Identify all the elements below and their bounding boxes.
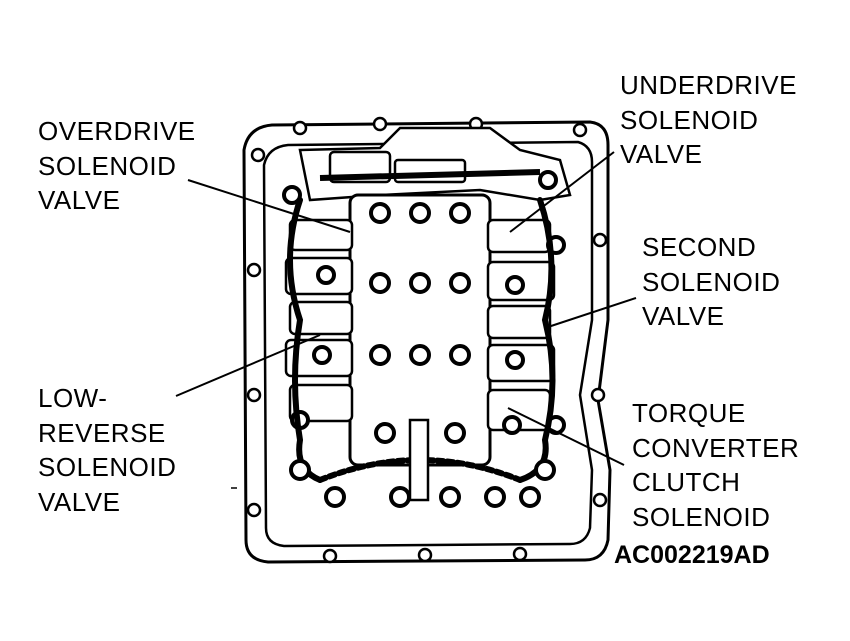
flange-bolt-hole [592, 232, 608, 248]
label-low-reverse-solenoid-valve: LOW- REVERSE SOLENOID VALVE [38, 381, 176, 519]
label-line: VALVE [38, 486, 121, 517]
label-line: VALVE [38, 185, 121, 215]
label-line: VALVE [620, 139, 703, 169]
lower-bolt [389, 486, 411, 508]
label-line: VALVE [642, 301, 725, 331]
label-line: SOLENOID [620, 104, 759, 135]
lower-bolt [324, 486, 346, 508]
flange-bolt-hole [322, 548, 338, 564]
label-line: SOLENOID [38, 150, 177, 181]
leader-low-reverse [175, 334, 321, 397]
right-bolt [538, 170, 558, 190]
flange-bolt-hole [292, 120, 308, 136]
block-bolt [449, 344, 471, 366]
block-bolt [444, 422, 466, 444]
block-bolt [409, 272, 431, 294]
upper-bracket [393, 158, 467, 184]
upper-tube [319, 169, 541, 181]
label-line: SOLENOID [632, 501, 771, 532]
block-bolt [369, 272, 391, 294]
right-bolt [505, 275, 525, 295]
harness-connector [408, 418, 430, 502]
leader-underdrive [509, 151, 615, 233]
left-bolt [312, 345, 332, 365]
label-overdrive-solenoid-valve: OVERDRIVE SOLENOID VALVE [38, 114, 196, 218]
label-line: TORQUE [632, 398, 746, 428]
label-underdrive-solenoid-valve: UNDERDRIVE SOLENOID VALVE [620, 68, 797, 172]
lower-bolt [289, 459, 311, 481]
lower-bolt [484, 486, 506, 508]
label-line: SOLENOID [38, 452, 177, 482]
label-line: SECOND [642, 232, 757, 262]
flange-bolt-hole [512, 546, 528, 562]
label-second-solenoid-valve: SECOND SOLENOID VALVE [642, 230, 780, 334]
flange-bolt-hole [590, 387, 606, 403]
block-bolt [449, 272, 471, 294]
lower-bolt [534, 459, 556, 481]
right-bolt [502, 415, 522, 435]
block-bolt [369, 344, 391, 366]
left-bolt [316, 265, 336, 285]
gasket-outer-edge [242, 120, 612, 564]
flange-bolt-hole [372, 116, 388, 132]
lower-bolt [519, 486, 541, 508]
leader-torque-converter [507, 407, 625, 466]
block-bolt [449, 202, 471, 224]
lower-bolt [439, 486, 461, 508]
label-line: CLUTCH [632, 467, 741, 497]
label-line: REVERSE [38, 417, 166, 448]
wiring-harness-left [287, 197, 323, 483]
label-line: CONVERTER [632, 432, 800, 463]
flange-bolt-hole [246, 502, 262, 518]
solenoid-left-3 [288, 300, 354, 336]
left-bolt [282, 185, 302, 205]
leader-second [544, 297, 637, 329]
block-bolt [409, 202, 431, 224]
case-inner-edge [262, 140, 594, 548]
wiring-harness-right [517, 197, 556, 483]
flange-bolt-hole [246, 387, 262, 403]
label-line: UNDERDRIVE [620, 70, 797, 100]
flange-bolt-hole [417, 547, 433, 563]
label-line: LOW- [38, 383, 108, 413]
flange-bolt-hole [250, 147, 266, 163]
label-torque-converter-clutch-solenoid: TORQUE CONVERTER CLUTCH SOLENOID [632, 396, 799, 534]
block-bolt [374, 422, 396, 444]
flange-bolt-hole [246, 262, 262, 278]
label-line: OVERDRIVE [38, 116, 196, 146]
leader-overdrive [187, 179, 351, 233]
solenoid-left-1 [288, 218, 354, 252]
flange-bolt-hole [592, 492, 608, 508]
figure-code: AC002219AD [614, 541, 770, 569]
block-bolt [409, 344, 431, 366]
label-line: SOLENOID [642, 266, 781, 297]
flange-bolt-hole [572, 122, 588, 138]
right-bolt [505, 350, 525, 370]
solenoid-right-3 [486, 304, 552, 340]
block-bolt [369, 202, 391, 224]
